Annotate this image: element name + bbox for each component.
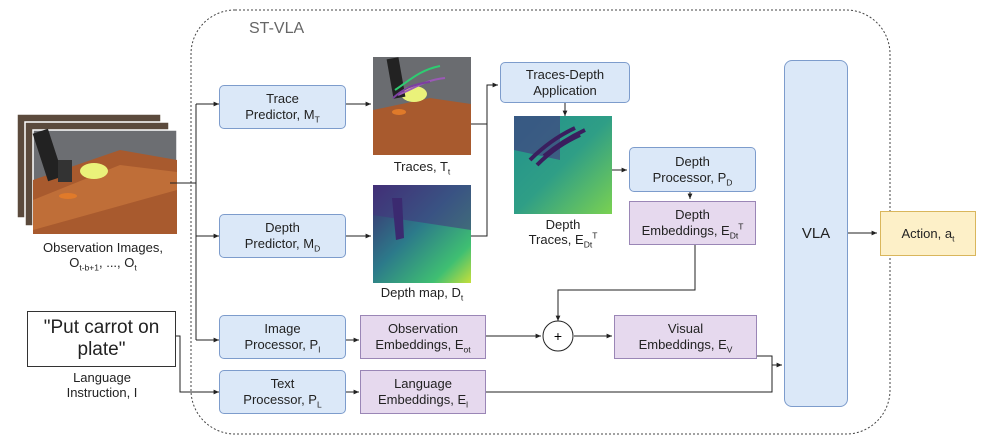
connectors xyxy=(170,82,877,395)
vla-box: VLA xyxy=(784,60,848,407)
depth-traces-image xyxy=(514,116,612,214)
language-instruction-box: "Put carrot on plate" xyxy=(27,311,176,367)
action-box: Action, at xyxy=(880,211,976,256)
observation-images-label: Observation Images,Ot-b+1, ..., Ot xyxy=(43,240,163,273)
traces-image xyxy=(373,57,471,155)
observation-images xyxy=(16,113,178,235)
traces-label: Traces, Tt xyxy=(393,159,451,177)
st-vla-title: ST-VLA xyxy=(249,20,305,37)
sum-symbol: + xyxy=(554,328,562,344)
depth-map-label: Depth map, Dt xyxy=(380,285,464,303)
sum-node xyxy=(542,320,574,352)
depth-map-image xyxy=(373,185,471,283)
